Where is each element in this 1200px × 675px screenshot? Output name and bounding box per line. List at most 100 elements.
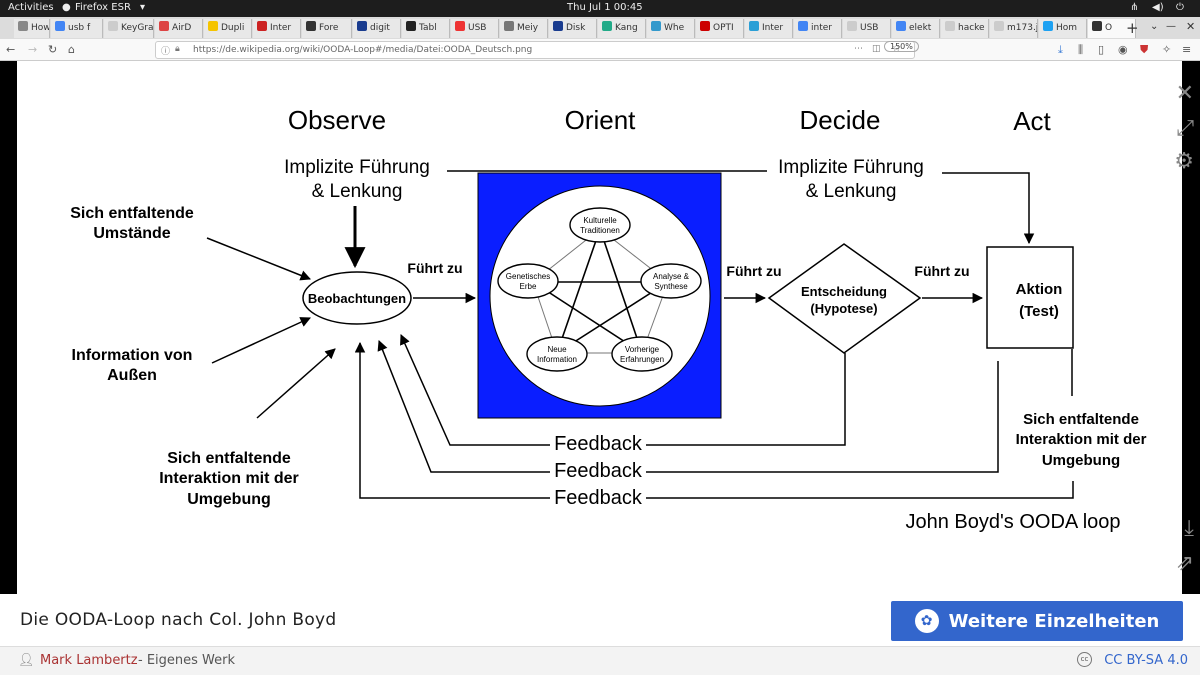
pocket-icon[interactable]: ◫ xyxy=(872,44,881,54)
tab-4[interactable]: Dupli xyxy=(204,19,252,38)
page-actions-icon[interactable]: ⋯ xyxy=(854,44,863,54)
tab-label: AirD xyxy=(172,23,192,33)
gear-icon[interactable]: ⚙ xyxy=(1174,149,1194,174)
tab-12[interactable]: Kang xyxy=(598,19,646,38)
orient-node-experience: Vorherige Erfahrungen xyxy=(611,336,673,372)
lock-icon[interactable]: 🔒︎ xyxy=(175,44,180,54)
reload-button[interactable]: ↻ xyxy=(48,43,58,56)
tab-favicon-icon xyxy=(749,21,759,31)
chevron-down-icon: ▾ xyxy=(140,2,146,13)
clock[interactable]: Thu Jul 1 00:45 xyxy=(567,2,643,13)
tab-label: Kang xyxy=(615,23,638,33)
tab-9[interactable]: USB xyxy=(451,19,499,38)
ublock-icon[interactable]: ⛊ xyxy=(1140,43,1149,56)
media-caption-bar: Die OODA-Loop nach Col. John Boyd ✿ Weit… xyxy=(0,594,1200,647)
observations-label: Beobachtungen xyxy=(308,291,406,306)
tab-favicon-icon xyxy=(406,21,416,31)
tab-5[interactable]: Inter xyxy=(253,19,301,38)
url-text[interactable]: https://de.wikipedia.org/wiki/OODA-Loop#… xyxy=(193,45,533,55)
forward-button[interactable]: → xyxy=(28,43,38,56)
tab-17[interactable]: USB xyxy=(843,19,891,38)
power-icon[interactable]: ⏻ xyxy=(1176,2,1184,13)
tab-0[interactable]: How xyxy=(14,19,50,38)
feedback-loop-2-arrow xyxy=(377,340,550,473)
extension-icon[interactable]: ✧ xyxy=(1162,43,1172,56)
tab-15[interactable]: Inter xyxy=(745,19,793,38)
share-icon[interactable]: ⇗ xyxy=(1175,551,1194,576)
network-icon: ⋔ xyxy=(1130,2,1139,13)
author-link[interactable]: Mark Lambertz xyxy=(40,653,138,668)
implicit-left-line2: & Lenkung xyxy=(312,181,403,202)
sidebar-icon[interactable]: ▯ xyxy=(1098,43,1105,56)
tab-favicon-icon xyxy=(357,21,367,31)
volume-icon: ◀) xyxy=(1152,2,1164,13)
implicit-to-action-arrow xyxy=(942,172,1035,245)
leads-to-2: Führt zu xyxy=(726,263,781,279)
back-button[interactable]: ← xyxy=(6,43,16,56)
tab-14[interactable]: OPTI xyxy=(696,19,744,38)
tab-7[interactable]: digit xyxy=(353,19,401,38)
tab-19[interactable]: hacke xyxy=(941,19,989,38)
tab-21[interactable]: Hom xyxy=(1039,19,1087,38)
account-icon[interactable]: ◉ xyxy=(1118,43,1128,56)
minimize-button[interactable]: — xyxy=(1166,21,1176,32)
download-icon[interactable]: ⤓ xyxy=(1058,43,1063,56)
tab-favicon-icon xyxy=(18,21,28,31)
tab-20[interactable]: m173.jp xyxy=(990,19,1038,38)
tab-favicon-icon xyxy=(847,21,857,31)
tab-favicon-icon xyxy=(208,21,218,31)
close-window-button[interactable]: ✕ xyxy=(1186,20,1196,33)
app-menu[interactable]: Firefox ESR xyxy=(75,2,131,13)
tab-favicon-icon xyxy=(798,21,808,31)
feedback-loop-3-arrow xyxy=(354,341,550,499)
tab-10[interactable]: Meiy xyxy=(500,19,548,38)
cc-license-icon: cc xyxy=(1077,652,1092,667)
tab-13[interactable]: Whe xyxy=(647,19,695,38)
feedback-label-1: Feedback xyxy=(554,433,643,455)
input1-arrow xyxy=(206,237,311,281)
tab-favicon-icon xyxy=(1092,21,1102,31)
svg-text:Information: Information xyxy=(537,355,577,364)
tab-3[interactable]: AirD xyxy=(155,19,203,38)
more-details-button[interactable]: ✿ Weitere Einzelheiten xyxy=(891,601,1183,641)
home-icon[interactable]: ⌂ xyxy=(68,43,75,56)
tab-label: Tabl xyxy=(419,23,437,33)
stage-orient: Orient xyxy=(565,105,637,135)
tab-18[interactable]: elekt xyxy=(892,19,940,38)
url-bar[interactable]: ⓘ 🔒︎ https://de.wikipedia.org/wiki/OODA-… xyxy=(155,41,915,59)
tab-6[interactable]: Fore xyxy=(302,19,352,38)
zoom-level[interactable]: 150% xyxy=(884,41,919,52)
new-tab-button[interactable]: + xyxy=(1126,19,1139,37)
activities-button[interactable]: Activities xyxy=(8,2,54,13)
info-icon[interactable]: ⓘ xyxy=(161,47,171,57)
tab-2[interactable]: KeyGrab xyxy=(104,19,154,38)
license-link[interactable]: CC BY-SA 4.0 xyxy=(1104,653,1188,668)
action-box xyxy=(986,246,1074,349)
tab-label: digit xyxy=(370,23,390,33)
act-output-line2: Interaktion mit der xyxy=(1016,431,1147,448)
menu-icon[interactable]: ≡ xyxy=(1182,43,1192,56)
fullscreen-icon[interactable]: ⤢ xyxy=(1176,116,1194,141)
tab-label: Fore xyxy=(319,23,339,33)
implicit-left-line1: Implizite Führung xyxy=(284,157,430,178)
tab-11[interactable]: Disk xyxy=(549,19,597,38)
tab-favicon-icon xyxy=(55,21,65,31)
implicit-right-line2: & Lenkung xyxy=(806,181,897,202)
tab-8[interactable]: Tabl xyxy=(402,19,450,38)
tab-label: inter xyxy=(811,23,832,33)
svg-text:Vorherige: Vorherige xyxy=(625,345,660,354)
leads-to-3: Führt zu xyxy=(914,263,969,279)
bookmark-star-icon[interactable]: ☆ xyxy=(892,43,901,54)
feedback-loop-2-line xyxy=(646,361,999,473)
tab-1[interactable]: usb f xyxy=(51,19,103,38)
tab-list-button[interactable]: ⌄ xyxy=(1150,21,1159,32)
tab-22[interactable]: O xyxy=(1088,19,1136,38)
orient-node-culture: Kulturelle Traditionen xyxy=(569,207,631,243)
tab-favicon-icon xyxy=(700,21,710,31)
download-icon[interactable]: ⤓ xyxy=(1184,516,1194,541)
close-icon[interactable]: ✕ xyxy=(1175,81,1194,106)
tab-16[interactable]: inter xyxy=(794,19,842,38)
tab-favicon-icon xyxy=(108,21,118,31)
library-icon[interactable]: ⫼ xyxy=(1078,43,1084,56)
